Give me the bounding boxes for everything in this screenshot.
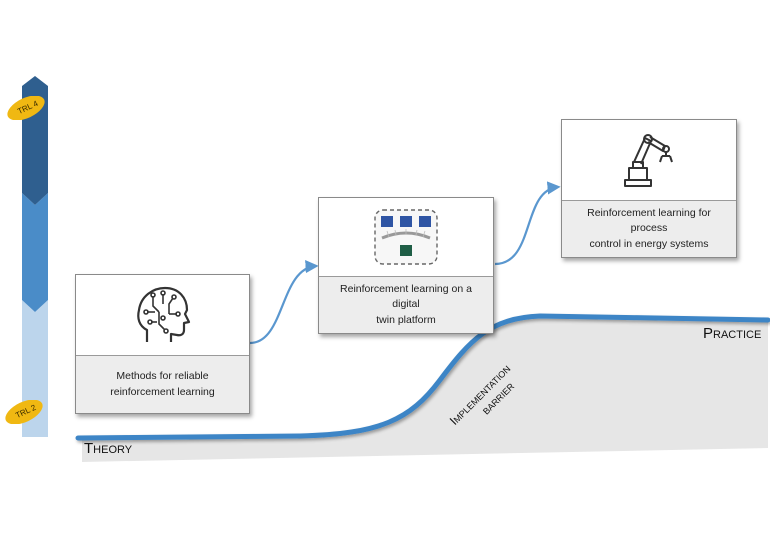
stage-card-energy-process-control: Reinforcement learning for process contr… xyxy=(561,119,737,258)
caption-line: twin platform xyxy=(376,313,436,326)
brain-circuit-icon xyxy=(136,286,190,342)
robot-arm-icon xyxy=(624,134,673,187)
practice-label: Practice xyxy=(703,325,762,342)
practice-area xyxy=(82,316,768,462)
stage-icon-area xyxy=(319,198,493,276)
trl-bar xyxy=(22,76,48,437)
trl-bottom-badge: TRL 2 xyxy=(2,400,46,424)
arrow-stage2-to-stage3 xyxy=(494,181,561,266)
stage-caption: Methods for reliable reinforcement learn… xyxy=(76,355,249,413)
arrow-stage1-to-stage2 xyxy=(249,260,319,345)
trl-bar-mid-segment xyxy=(22,193,48,312)
stage-caption: Reinforcement learning on a digital twin… xyxy=(319,276,493,333)
caption-line: Methods for reliable xyxy=(116,370,209,383)
caption-line: Reinforcement learning on a digital xyxy=(340,283,472,311)
caption-line: Reinforcement learning for process xyxy=(587,207,711,235)
caption-line: reinforcement learning xyxy=(110,385,215,398)
stage-caption: Reinforcement learning for process contr… xyxy=(562,200,736,257)
stage-icon-area xyxy=(562,120,736,200)
digital-twin-dashboard-icon xyxy=(374,209,438,265)
badge-shape xyxy=(7,96,45,120)
stage-card-reliable-rl: Methods for reliable reinforcement learn… xyxy=(75,274,250,414)
caption-line: control in energy systems xyxy=(589,237,709,250)
trl-top-badge: TRL 4 xyxy=(4,96,48,120)
theory-label: Theory xyxy=(84,440,133,457)
badge-shape xyxy=(5,400,43,424)
stage-card-digital-twin: Reinforcement learning on a digital twin… xyxy=(318,197,494,334)
theory-to-practice-curve xyxy=(75,313,770,441)
stage-icon-area xyxy=(76,275,249,355)
